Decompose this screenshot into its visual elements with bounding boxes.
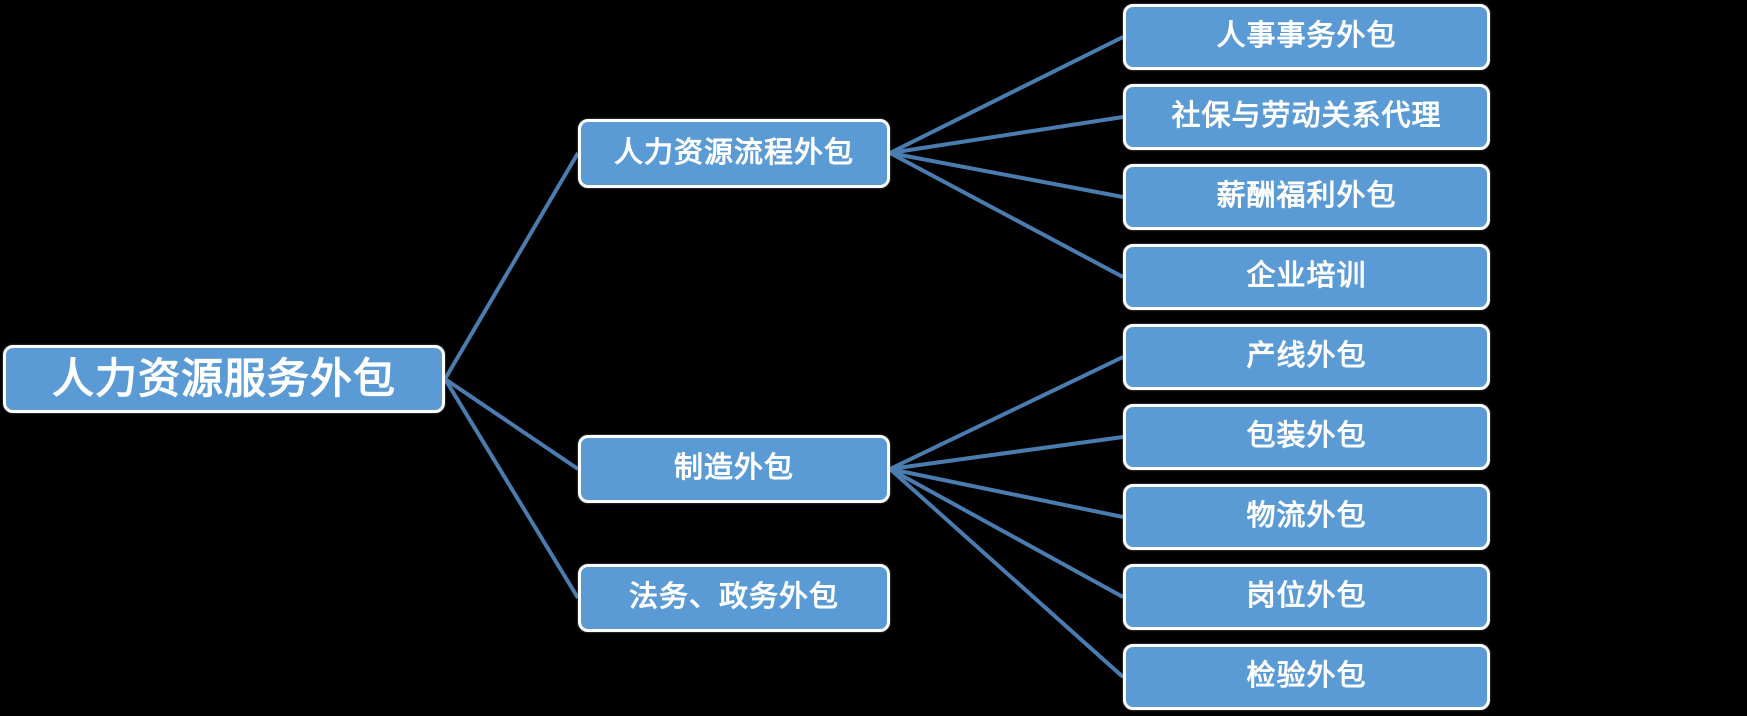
- node-social-security: 社保与劳动关系代理: [1123, 84, 1490, 150]
- node-legal-gov: 法务、政务外包: [578, 564, 890, 632]
- node-corporate-training-label: 企业培训: [1246, 260, 1367, 293]
- node-inspection: 检验外包: [1123, 644, 1490, 710]
- node-logistics: 物流外包: [1123, 484, 1490, 550]
- node-personnel-affairs-label: 人事事务外包: [1216, 20, 1397, 53]
- node-hr-process-label: 人力资源流程外包: [613, 136, 854, 169]
- connector-line: [889, 467, 1124, 599]
- node-root: 人力资源服务外包: [3, 345, 445, 413]
- node-logistics-label: 物流外包: [1246, 500, 1367, 533]
- connector-line: [889, 115, 1124, 155]
- node-legal-gov-label: 法务、政务外包: [628, 581, 839, 614]
- node-payroll-benefits: 薪酬福利外包: [1123, 164, 1490, 230]
- node-packaging-label: 包装外包: [1246, 420, 1367, 453]
- node-packaging: 包装外包: [1123, 404, 1490, 470]
- node-production-line: 产线外包: [1123, 324, 1490, 390]
- node-hr-process: 人力资源流程外包: [578, 119, 890, 188]
- node-production-line-label: 产线外包: [1246, 340, 1367, 373]
- node-inspection-label: 检验外包: [1246, 660, 1367, 693]
- connector-line: [889, 151, 1124, 279]
- connector-line: [443, 151, 580, 381]
- node-manufacturing-label: 制造外包: [673, 452, 794, 485]
- connector-line: [889, 467, 1124, 519]
- node-social-security-label: 社保与劳动关系代理: [1171, 100, 1442, 133]
- connector-line: [888, 467, 1125, 679]
- connector-line: [443, 377, 580, 600]
- connector-line: [443, 377, 580, 471]
- node-position-label: 岗位外包: [1246, 580, 1367, 613]
- connector-line: [889, 151, 1124, 199]
- connector-line: [889, 435, 1124, 471]
- node-personnel-affairs: 人事事务外包: [1123, 4, 1490, 70]
- node-payroll-benefits-label: 薪酬福利外包: [1216, 180, 1397, 213]
- node-position: 岗位外包: [1123, 564, 1490, 630]
- connector-line: [889, 355, 1124, 471]
- node-manufacturing: 制造外包: [578, 435, 890, 503]
- node-corporate-training: 企业培训: [1123, 244, 1490, 310]
- connector-line: [889, 35, 1124, 155]
- node-root-label: 人力资源服务外包: [51, 354, 396, 402]
